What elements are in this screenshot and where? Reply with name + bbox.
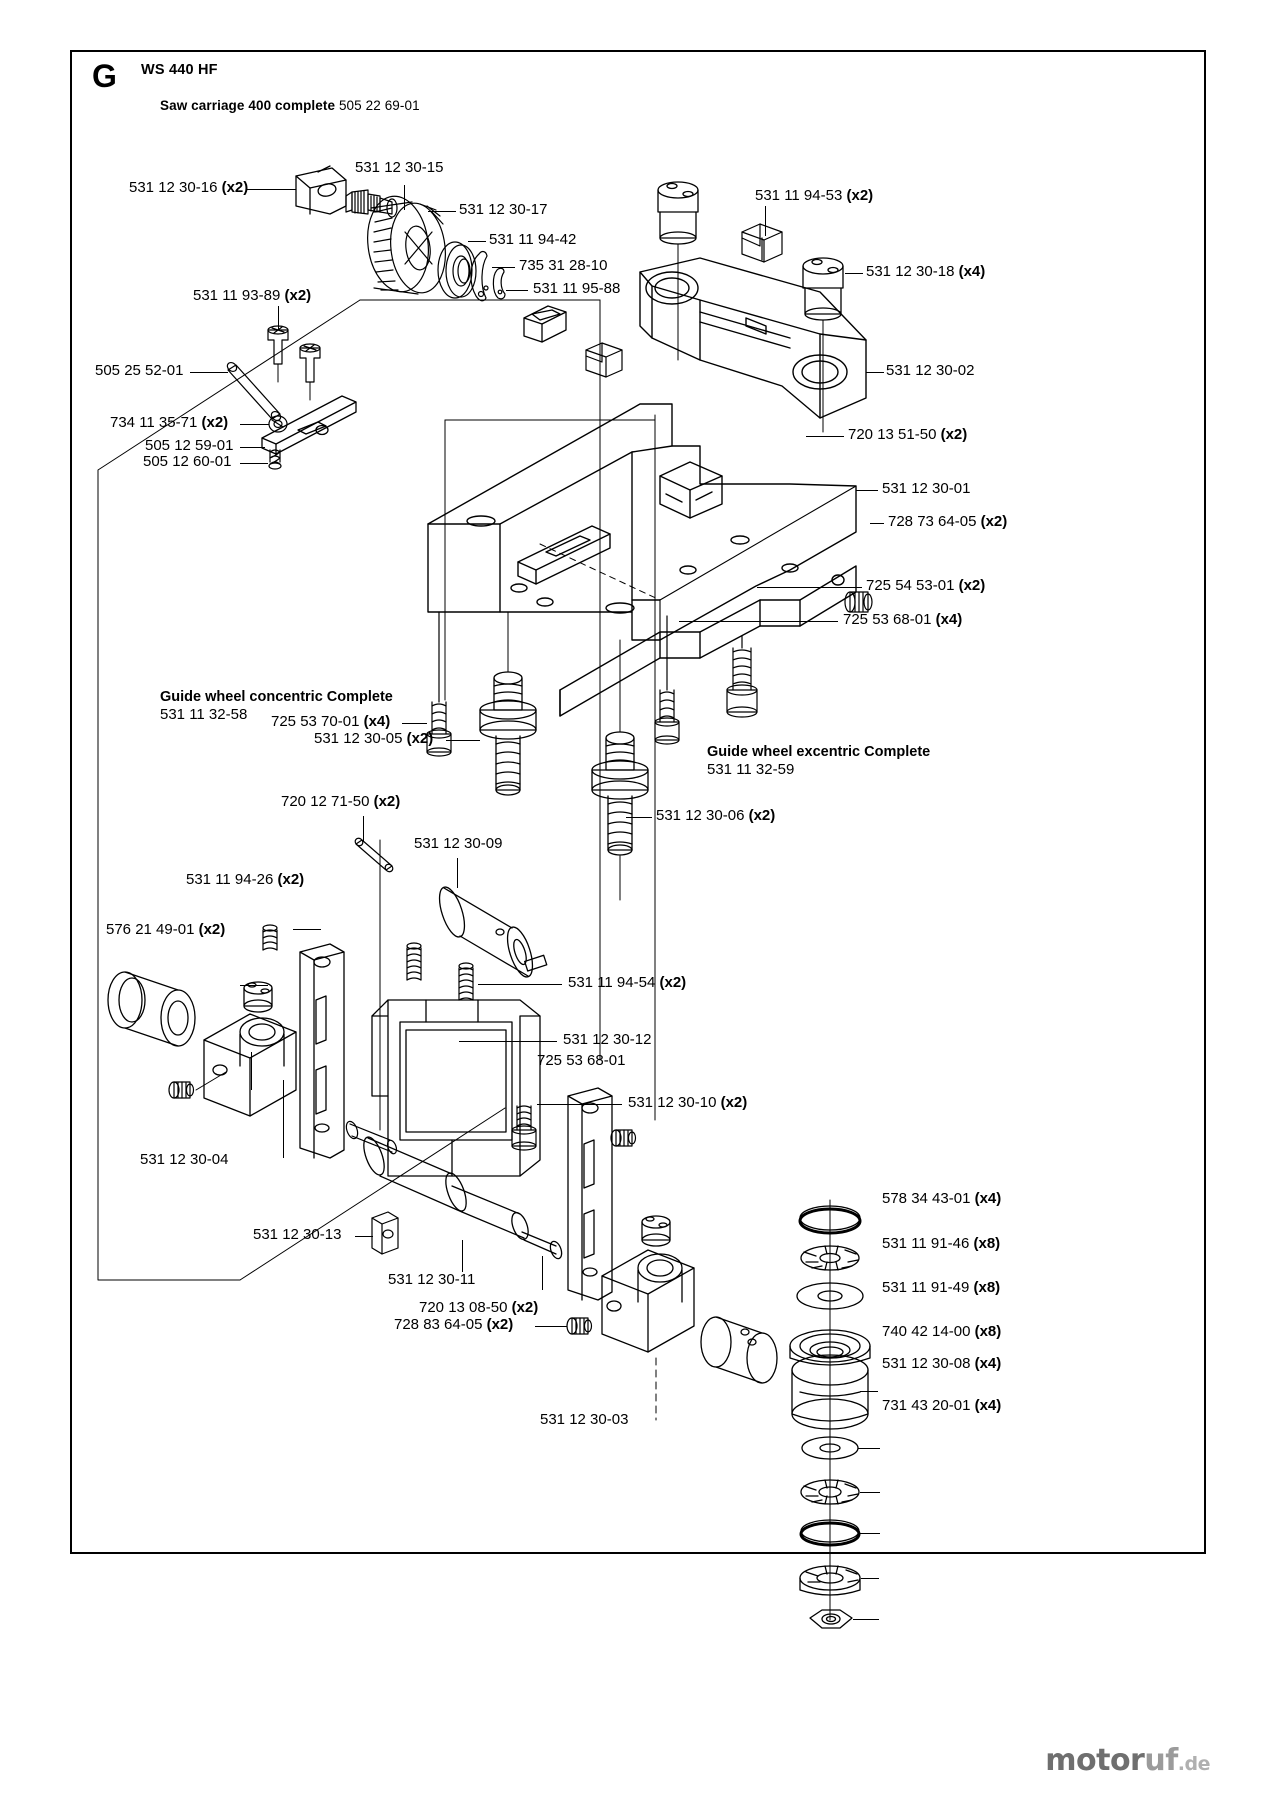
leader-720-13-51-50	[806, 436, 844, 438]
part-label-720-13-51-50: 720 13 51-50 (x2)	[848, 426, 968, 443]
leader-531-12-30-18	[845, 273, 863, 275]
part-label-720-12-71-50: 720 12 71-50 (x2)	[281, 793, 401, 810]
section-letter: G	[92, 58, 117, 94]
part-label-505-25-52-01: 505 25 52-01	[95, 362, 184, 379]
leader-531-12-30-17	[428, 211, 456, 213]
part-label-728-83-64-05: 728 83 64-05 (x2)	[394, 1316, 514, 1333]
part-label-531-12-30-06: 531 12 30-06 (x2)	[656, 807, 776, 824]
leader-725-53-68-01	[679, 621, 838, 623]
leader-740-42-14-00	[860, 1533, 880, 1535]
leader-531-12-30-13	[355, 1236, 373, 1238]
model-title: WS 440 HF	[141, 62, 218, 78]
leader-725-54-53-01	[757, 587, 862, 589]
watermark: motoruf.de	[1045, 1743, 1210, 1778]
leader-505-12-59-01	[240, 447, 265, 449]
leader-531-11-91-49	[860, 1492, 880, 1494]
part-label-531-12-30-08: 531 12 30-08 (x4)	[882, 1355, 1002, 1372]
leader-531-12-30-01	[856, 490, 878, 492]
leader-531-12-30-05	[446, 740, 480, 742]
part-label-720-13-08-50: 720 13 08-50 (x2)	[419, 1299, 539, 1316]
part-label-531-11-91-46: 531 11 91-46 (x8)	[882, 1235, 1001, 1252]
part-label-735-31-28-10: 735 31 28-10	[519, 257, 608, 274]
part-label-740-42-14-00: 740 42 14-00 (x8)	[882, 1323, 1002, 1340]
part-label-505-12-60-01: 505 12 60-01	[143, 453, 232, 470]
watermark-part1: motor	[1045, 1743, 1145, 1778]
part-label-531-12-30-18: 531 12 30-18 (x4)	[866, 263, 986, 280]
watermark-part2: uf	[1144, 1743, 1178, 1778]
part-label-725-53-68-01: 725 53 68-01 (x4)	[843, 611, 963, 628]
part-label-578-34-43-01: 578 34 43-01 (x4)	[882, 1190, 1002, 1207]
leader-531-11-94-53	[765, 206, 767, 236]
leader-531-11-91-46	[858, 1448, 880, 1450]
leader-578-34-43-01	[860, 1391, 878, 1393]
leader-531-12-30-10	[537, 1104, 622, 1106]
leader-531-11-95-88	[506, 290, 528, 292]
part-label-731-43-20-01: 731 43 20-01 (x4)	[882, 1397, 1002, 1414]
group-part-number-concentric: 531 11 32-58	[160, 706, 248, 724]
part-label-734-11-35-71: 734 11 35-71 (x2)	[110, 414, 229, 431]
part-label-531-11-95-88: 531 11 95-88	[533, 280, 621, 297]
part-label-531-11-94-53: 531 11 94-53 (x2)	[755, 187, 874, 204]
part-label-531-12-30-01: 531 12 30-01	[882, 480, 971, 497]
part-label-531-12-30-02: 531 12 30-02	[886, 362, 975, 379]
leader-531-12-30-04-b	[283, 1080, 285, 1158]
part-label-576-21-49-01: 576 21 49-01 (x2)	[106, 921, 226, 938]
part-label-531-12-30-03: 531 12 30-03	[540, 1411, 629, 1428]
leader-576-21-49-01	[240, 985, 268, 987]
leader-735-31-28-10	[492, 267, 515, 269]
leader-728-73-64-05	[870, 523, 884, 525]
part-label-531-11-91-49: 531 11 91-49 (x8)	[882, 1279, 1001, 1296]
part-label-531-12-30-05: 531 12 30-05 (x2)	[314, 730, 434, 747]
leader-505-25-52-01	[190, 372, 228, 374]
part-label-531-12-30-15: 531 12 30-15	[355, 159, 444, 176]
leader-531-12-30-16	[246, 189, 296, 191]
group-title-excentric: Guide wheel excentric Complete	[707, 744, 931, 760]
part-label-531-12-30-09: 531 12 30-09	[414, 835, 503, 852]
assembly-name: Saw carriage 400 complete	[160, 98, 336, 113]
part-label-725-53-68-01-b: 725 53 68-01	[537, 1052, 626, 1069]
leader-734-11-35-71	[240, 424, 269, 426]
part-label-531-12-30-10: 531 12 30-10 (x2)	[628, 1094, 748, 1111]
leader-531-11-94-26	[293, 929, 321, 931]
assembly-part-number: 505 22 69-01	[338, 98, 420, 113]
part-label-725-53-70-01: 725 53 70-01 (x4)	[271, 713, 391, 730]
group-title-concentric: Guide wheel concentric Complete	[160, 689, 393, 705]
part-label-505-12-59-01: 505 12 59-01	[145, 437, 234, 454]
part-label-531-12-30-16: 531 12 30-16 (x2)	[129, 179, 249, 196]
leader-720-13-08-50	[542, 1256, 544, 1290]
leader-531-12-30-06	[626, 817, 652, 819]
leader-731-43-20-01	[853, 1619, 879, 1621]
part-label-531-11-94-26: 531 11 94-26 (x2)	[186, 871, 305, 888]
part-label-531-12-30-12: 531 12 30-12	[563, 1031, 652, 1048]
leader-531-12-30-08	[861, 1578, 879, 1580]
leader-725-53-70-01	[402, 723, 427, 725]
leader-531-12-30-04-a	[251, 1052, 253, 1090]
part-label-531-12-30-13: 531 12 30-13	[253, 1226, 342, 1243]
assembly-subtitle: Saw carriage 400 complete 505 22 69-01	[160, 98, 420, 113]
leader-531-11-94-54	[478, 984, 562, 986]
leader-531-11-94-42	[468, 241, 486, 243]
leader-531-12-30-15	[404, 185, 406, 210]
leader-531-12-30-02	[866, 372, 884, 374]
part-label-531-11-93-89: 531 11 93-89 (x2)	[193, 287, 312, 304]
leader-720-12-71-50	[363, 816, 365, 842]
watermark-part3: .de	[1177, 1753, 1211, 1775]
part-label-531-11-94-54: 531 11 94-54 (x2)	[568, 974, 687, 991]
group-label-guide-wheel-excentric: Guide wheel excentric Complete 531 11 32…	[707, 743, 930, 780]
leader-505-12-60-01	[240, 463, 268, 465]
part-label-728-73-64-05: 728 73 64-05 (x2)	[888, 513, 1008, 530]
leader-531-11-93-89	[278, 306, 280, 330]
part-label-531-12-30-17: 531 12 30-17	[459, 201, 548, 218]
part-label-531-12-30-11: 531 12 30-11	[388, 1271, 476, 1288]
diagram-frame	[70, 50, 1206, 1554]
part-label-531-12-30-04: 531 12 30-04	[140, 1151, 229, 1168]
group-part-number-excentric: 531 11 32-59	[707, 761, 795, 779]
part-label-531-11-94-42: 531 11 94-42	[489, 231, 577, 248]
leader-531-12-30-11	[462, 1240, 464, 1272]
leader-531-12-30-09	[457, 858, 459, 888]
leader-531-12-30-12	[459, 1041, 557, 1043]
group-label-guide-wheel-concentric: Guide wheel concentric Complete 531 11 3…	[160, 688, 393, 725]
leader-728-83-64-05	[535, 1326, 567, 1328]
part-label-725-54-53-01: 725 54 53-01 (x2)	[866, 577, 986, 594]
